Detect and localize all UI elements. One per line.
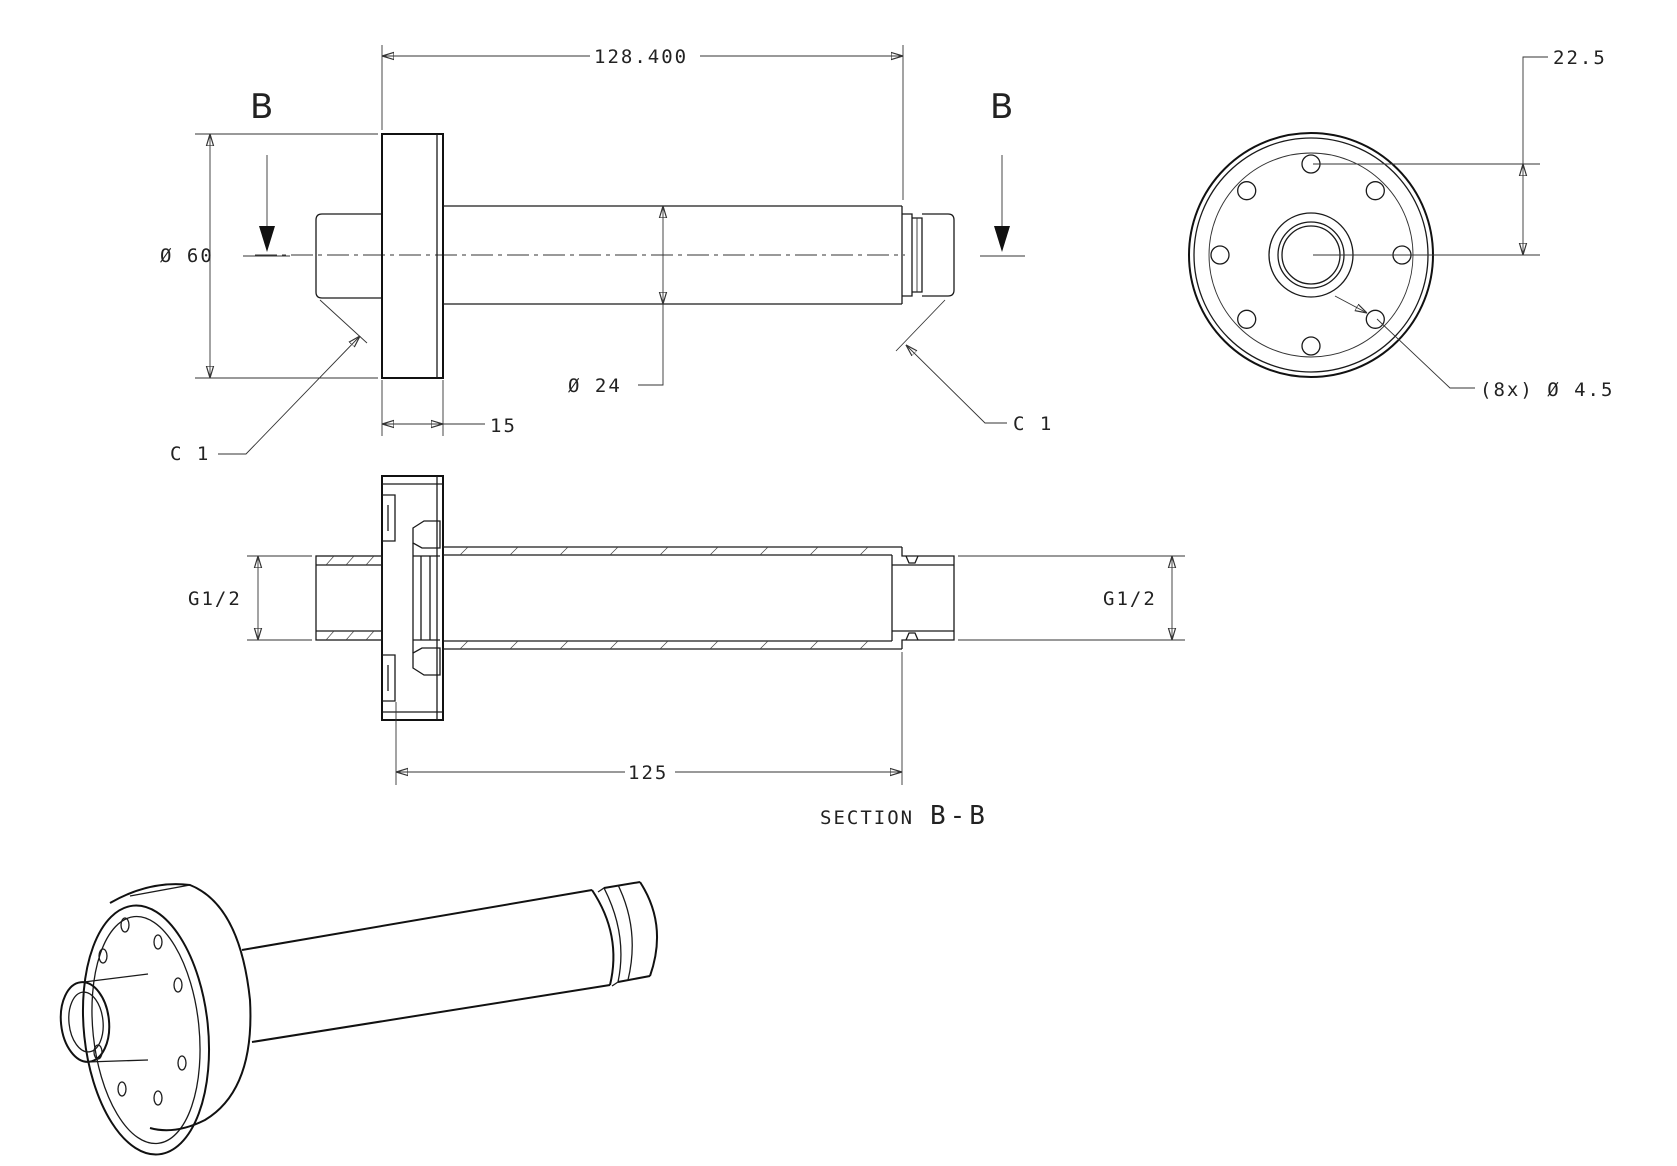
flange	[381, 133, 444, 379]
bolt-hole	[153, 934, 163, 950]
bolt-holes	[1210, 154, 1412, 356]
flange-diameter-dimension: Ø 60	[160, 245, 214, 267]
shaft-diameter-dimension: Ø 24	[568, 375, 622, 397]
section-view: G1/2 G1/2 125 SECTION B-B	[188, 475, 1185, 831]
isometric-view	[59, 881, 659, 1156]
thread-right-dimension: G1/2	[1103, 588, 1157, 610]
end-view: 22.5 (8x) Ø 4.5	[1188, 47, 1614, 401]
bolt-hole	[1365, 181, 1385, 201]
bolt-hole	[93, 1044, 103, 1060]
iso-flange-rim	[109, 883, 252, 1132]
holes-dimension: (8x) Ø 4.5	[1480, 379, 1614, 401]
bolt-hole	[173, 977, 183, 993]
iso-shaft-bottom	[251, 984, 611, 1043]
section-caption-prefix: SECTION	[820, 807, 914, 829]
bolt-hole	[98, 948, 108, 964]
iso-shaft-top	[241, 889, 593, 951]
bolt-hole	[1237, 309, 1257, 329]
right-stub	[922, 213, 955, 297]
section-marker-right: B	[990, 87, 1013, 127]
bolt-hole	[117, 1081, 127, 1097]
iso-end-face	[639, 881, 659, 977]
chamfer-left-label: C 1	[170, 443, 210, 465]
bolt-hole	[1237, 181, 1257, 201]
bolt-hole	[120, 917, 130, 933]
iso-bolt-holes	[93, 917, 187, 1106]
flange-thickness-dimension: 15	[490, 415, 517, 437]
iso-flange-face	[81, 904, 211, 1156]
right-thread	[901, 547, 955, 649]
bolt-hole	[1365, 309, 1385, 329]
section-caption-name: B-B	[930, 801, 989, 831]
chamfer-right-label: C 1	[1013, 413, 1053, 435]
thread-left-dimension: G1/2	[188, 588, 242, 610]
bolt-hole	[1210, 245, 1230, 265]
left-thread	[315, 555, 383, 641]
front-view: B B 128.400 Ø 60 Ø 24 15 C 1 C 1	[160, 45, 1053, 465]
section-length-dimension: 125	[628, 762, 668, 784]
section-arrow-right	[994, 226, 1010, 252]
section-marker-left: B	[250, 87, 273, 127]
overall-length-dimension: 128.400	[594, 46, 688, 68]
angle-dimension: 22.5	[1553, 47, 1607, 69]
section-hatching	[325, 546, 869, 650]
bolt-hole	[153, 1090, 163, 1106]
section-arrow-left	[259, 226, 275, 252]
left-stub	[315, 213, 382, 299]
bolt-hole	[177, 1055, 187, 1071]
bolt-hole	[1301, 336, 1321, 356]
